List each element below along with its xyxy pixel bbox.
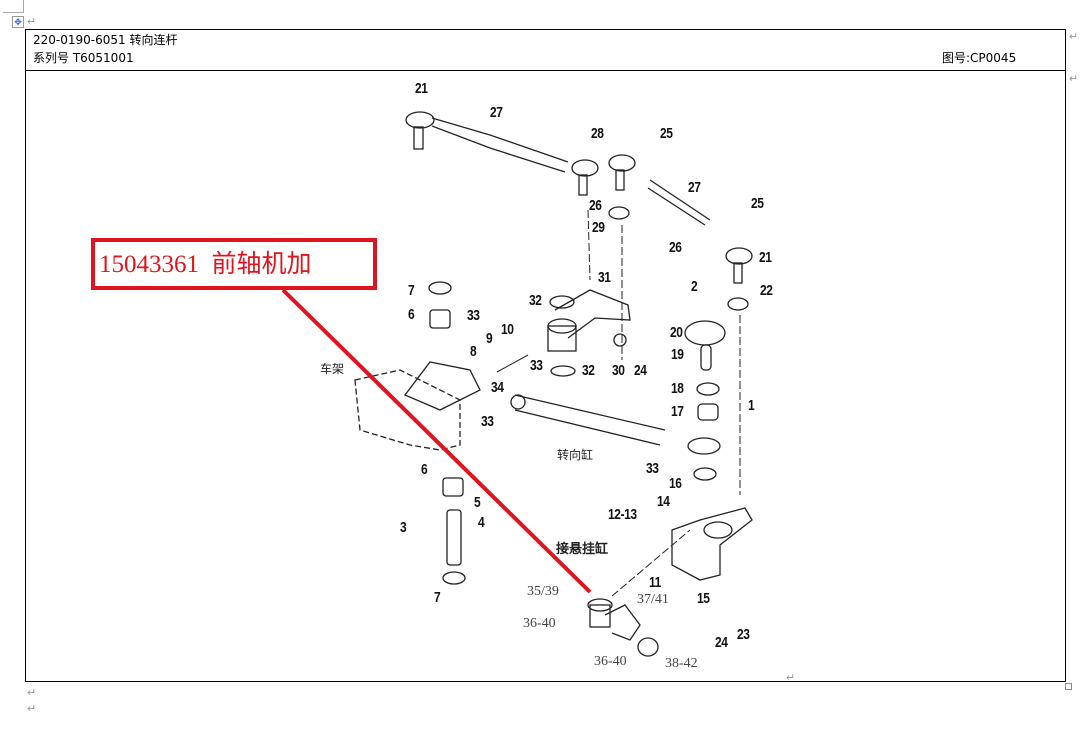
part-label: 35/39 <box>527 584 559 599</box>
part-label: 33 <box>481 413 494 430</box>
part-label: 14 <box>657 493 670 510</box>
part-label: 3 <box>400 519 407 536</box>
cell-end-mark-icon: ↵ <box>1069 31 1079 43</box>
part-label: 33 <box>646 460 659 477</box>
part-label: 6 <box>408 306 415 323</box>
part-label: 19 <box>671 346 684 363</box>
part-label: 32 <box>529 292 542 309</box>
steering-cylinder-caption: 转向缸 <box>557 448 594 462</box>
series-number: 系列号 T6051001 <box>33 51 134 65</box>
paragraph-mark-icon: ↵ <box>27 703 37 715</box>
frame-caption: 车架 <box>320 362 345 376</box>
part-label: 15 <box>697 590 710 607</box>
part-label: 12-13 <box>608 506 637 523</box>
callout-box <box>91 238 377 290</box>
part-label: 30 <box>612 362 625 379</box>
part-title: 220-0190-6051 转向连杆 <box>33 33 178 47</box>
part-label: 38-42 <box>665 656 698 671</box>
part-label: 26 <box>589 197 602 214</box>
part-label: 2 <box>691 278 698 295</box>
part-label: 25 <box>751 195 764 212</box>
drawing-number: 图号:CP0045 <box>942 51 1017 65</box>
part-label: 1 <box>748 397 755 414</box>
part-label: 37/41 <box>637 592 669 607</box>
frame-bracket <box>354 369 461 451</box>
page-corner-mark <box>3 0 24 13</box>
paragraph-mark-icon: ↵ <box>27 16 37 28</box>
drawing-table <box>25 29 1066 682</box>
part-label: 22 <box>760 282 773 299</box>
part-label: 18 <box>671 380 684 397</box>
part-label: 21 <box>759 249 772 266</box>
part-label: 20 <box>670 324 683 341</box>
part-label: 21 <box>415 80 428 97</box>
part-label: 6 <box>421 461 428 478</box>
steering-cylinder <box>510 394 721 455</box>
part-label: 29 <box>592 219 605 236</box>
part-label: 26 <box>669 239 682 256</box>
part-label: 16 <box>669 475 682 492</box>
part-label: 9 <box>486 330 493 347</box>
part-label: 24 <box>715 634 728 651</box>
part-label: 11 <box>649 574 661 591</box>
part-label: 36-40 <box>594 654 627 669</box>
part-label: 31 <box>598 269 611 286</box>
steering-arm <box>671 507 753 581</box>
bellcrank <box>547 289 631 377</box>
table-move-handle-icon[interactable]: ✥ <box>12 16 24 28</box>
part-label: 28 <box>591 125 604 142</box>
paragraph-mark-icon: ↵ <box>27 687 37 699</box>
cell-end-mark-icon: ↵ <box>786 672 796 684</box>
part-label: 25 <box>660 125 673 142</box>
part-label: 34 <box>491 379 504 396</box>
table-header-row: 220-0190-6051 转向连杆 系列号 T6051001 图号:CP004… <box>25 29 1066 71</box>
part-label: 33 <box>530 357 543 374</box>
hitch-cylinder-caption: 接悬挂缸 <box>556 542 609 557</box>
part-label: 5 <box>474 494 481 511</box>
cell-end-mark-icon: ↵ <box>1069 73 1079 85</box>
part-label: 17 <box>671 403 684 420</box>
hitch-bracket <box>587 598 659 657</box>
tie-rod-right <box>608 154 753 284</box>
part-label: 24 <box>634 362 647 379</box>
table-resize-handle[interactable] <box>1065 683 1072 690</box>
part-label: 7 <box>434 589 441 606</box>
part-label: 10 <box>501 321 514 338</box>
part-label: 4 <box>478 514 485 531</box>
tie-rod-left <box>405 111 599 196</box>
callout-leader-line <box>281 288 592 594</box>
part-label: 36-40 <box>523 616 556 631</box>
part-label: 27 <box>688 179 701 196</box>
part-label: 23 <box>737 626 750 643</box>
part-label: 27 <box>490 104 503 121</box>
part-label: 32 <box>582 362 595 379</box>
part-label: 33 <box>467 307 480 324</box>
part-label: 7 <box>408 282 415 299</box>
callout-text: 15043361 前轴机加 <box>99 251 312 278</box>
part-label: 8 <box>470 343 477 360</box>
